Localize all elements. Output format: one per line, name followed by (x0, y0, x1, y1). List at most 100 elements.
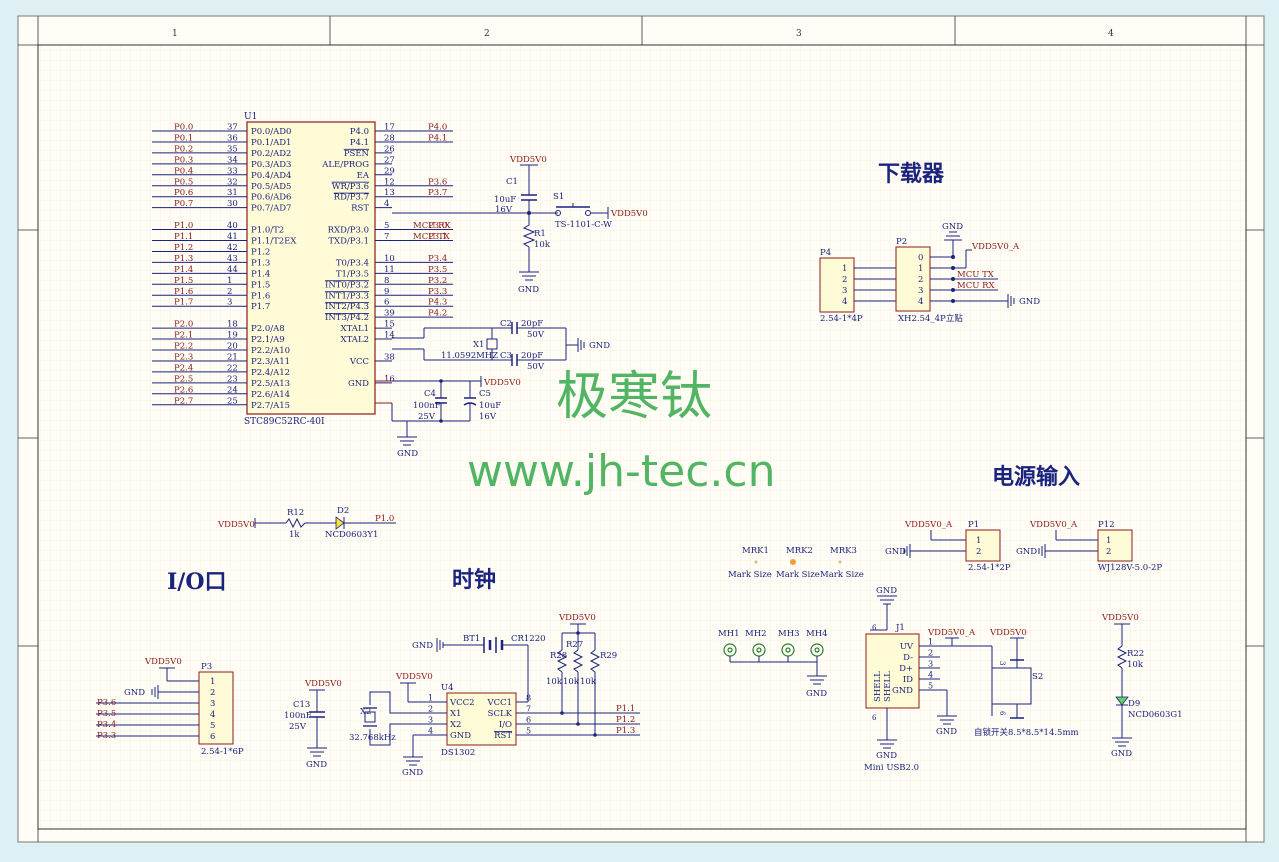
mcu-right-pin-name: INT3/P4.2 (325, 313, 369, 323)
capacitor-c13[interactable]: VDD5V0 GND C13 100nF 25V (284, 679, 342, 770)
usb-connector-j1[interactable]: GND J1 6 6 SHELL SHELL 1UV2D-3D+4ID5GND … (864, 586, 1027, 773)
c5-value: 10uF (479, 401, 501, 411)
mcu-right-net-label: P4.2 (428, 309, 447, 319)
rtc-net-p13: P1.3 (616, 726, 635, 736)
rtc-net-p11: P1.1 (616, 704, 635, 714)
mcu-left-pin-number: 43 (227, 254, 238, 264)
rtc-right-pin-name: RST (494, 731, 512, 741)
p3-pin-number: 4 (210, 710, 215, 720)
power-p1[interactable]: VDD5V0_A GND P1 1 2 2.54-1*2P (885, 520, 1011, 573)
p2-pin-0: 0 (918, 253, 923, 263)
p12-part: WJ128V-5.0-2P (1098, 563, 1162, 573)
x1-ref: X1 (473, 340, 484, 350)
mcu-right-pin-name: EA (357, 171, 370, 181)
d9-part: NCD0603G1 (1128, 710, 1183, 720)
mcu-left-net-label: P2.1 (174, 331, 193, 341)
downloader-p4[interactable]: P4 1 2 3 4 2.54-1*4P (819, 248, 863, 324)
p1-pin-2: 2 (976, 547, 981, 557)
section-title-downloader: 下载器 (878, 161, 945, 187)
downloader-p2[interactable]: P2 0 1 2 3 4 XH2.54_4P立贴 GND VDD5V0_A MC… (854, 222, 1040, 324)
mcu-left-pin-number: 3 (227, 298, 232, 308)
mcu-right-net-label: P4.1 (428, 133, 447, 143)
rtc-circuit[interactable]: GND BT1 CR1220 VDD5V0 R28 R27 R29 10k (349, 613, 640, 778)
rtc-left-pin-name: VCC2 (449, 698, 475, 708)
mcu-right-pin-number: 5 (384, 221, 389, 231)
d2-part: NCD0603Y1 (325, 530, 378, 540)
c13-voltage: 25V (289, 722, 307, 732)
mcu-right-pin-number: 12 (384, 177, 395, 187)
power-p12[interactable]: VDD5V0_A GND P12 1 2 WJ128V-5.0-2P (1016, 520, 1162, 573)
usb-pin-number: 4 (928, 671, 933, 680)
mcu-right-pin-number: 4 (384, 199, 389, 209)
p2-vdd: VDD5V0_A (971, 242, 1020, 252)
mcu-right-pin-name: T0/P3.4 (336, 258, 369, 268)
mcu-left-pin-name: P0.2/AD2 (251, 149, 291, 159)
p2-pin-1: 1 (918, 264, 923, 274)
mcu-left-net-label: P0.1 (174, 133, 193, 143)
mcu-left-net-label: P1.7 (174, 298, 193, 308)
p4-pin-1: 1 (842, 264, 847, 274)
mcu-left-pin-number: 21 (227, 352, 238, 362)
p2-mcu-tx: MCU TX (957, 270, 995, 280)
p3-pin-number: 2 (210, 688, 215, 698)
mcu-left-net-label: P0.6 (174, 188, 193, 198)
mcu-right-pin-name: P4.1 (350, 138, 369, 148)
mcu-left-pin-number: 35 (227, 144, 238, 154)
rtc-right-pin-number: 7 (526, 705, 531, 714)
usb-shell-1: SHELL (873, 671, 883, 702)
border-col-4: 4 (1108, 29, 1114, 39)
crystal-gnd: GND (589, 341, 610, 351)
mcu-left-net-label: P2.6 (174, 385, 193, 395)
hole-ref-2: MH2 (745, 629, 767, 639)
p2-gnd-top: GND (942, 222, 963, 232)
mcu-left-pin-name: P2.5/A13 (251, 379, 290, 389)
mcu-left-net-label: P2.7 (174, 396, 193, 406)
p3-net-label: P3.6 (97, 698, 116, 708)
led-d9-circuit[interactable]: VDD5V0 R22 10k D9 NCD0603G1 GND (1101, 613, 1183, 759)
c4-value: 100nF (413, 401, 441, 411)
c1-ref: C1 (506, 177, 518, 187)
hole-ref-3: MH3 (778, 629, 800, 639)
holes-gnd: GND (806, 689, 827, 699)
led-d2-circuit[interactable]: VDD5V0 R12 1k D2 NCD0603Y1 P1.0 (217, 506, 396, 540)
crystal-circuit[interactable]: GND C2 20pF 50V X1 11.0592MHZ C3 20pF 50… (392, 319, 610, 372)
s2-ref: S2 (1032, 672, 1043, 682)
mcu-left-pin-number: 40 (227, 221, 238, 231)
decoupling-circuit[interactable]: VDD5V0 GND C4 100nF 25V C5 10uF 16V (375, 376, 521, 459)
mcu-left-pin-name: P2.2/A10 (251, 346, 290, 356)
mcu-left-pin-name: P0.5/AD5 (251, 182, 291, 192)
p3-pin-number: 6 (210, 732, 215, 742)
mcu-left-pin-name: P1.6 (251, 291, 270, 301)
mark-ref-1: MRK1 (742, 546, 769, 556)
rtc-right-pin-number: 5 (526, 727, 531, 736)
mcu-left-net-label: P1.5 (174, 276, 193, 286)
c4-ref: C4 (424, 389, 436, 399)
mcu-left-net-label: P1.1 (174, 232, 193, 242)
usb-pin-name: D- (903, 653, 913, 663)
mcu-tx-label: MCU TX (413, 232, 451, 242)
mcu-right-pin-name: PSEN (344, 149, 370, 159)
p2-pin-3: 3 (918, 286, 923, 296)
mcu-right-pin-name: WR/P3.6 (332, 182, 369, 192)
p2-gnd-right: GND (1019, 297, 1040, 307)
mcu-left-pin-number: 37 (227, 123, 238, 133)
usb-gnd-bottom: GND (876, 751, 897, 761)
reset-circuit[interactable]: VDD5V0 C1 10uF 16V S1 TS-1101-C-W VDD5V0… (392, 155, 648, 295)
mounting-holes[interactable]: MH1 MH2 MH3 MH4 GND (718, 629, 828, 699)
watermark-url: www.jh-tec.cn (467, 446, 775, 497)
p2-part: XH2.54_4P立贴 (898, 313, 963, 324)
mcu-left-net-label: P0.0 (174, 123, 193, 133)
r28-ref: R28 (550, 651, 567, 661)
r27-ref: R27 (566, 640, 583, 650)
self-lock-switch-s2[interactable]: S2 3 6 自锁开关8.5*8.5*14.5mm (974, 646, 1079, 738)
mcu-left-net-label: P1.3 (174, 254, 193, 264)
mcu-right-pin-name: INT1/P3.3 (325, 291, 369, 301)
border-col-2: 2 (484, 29, 490, 39)
mcu-left-pin-number: 2 (227, 287, 232, 297)
s2-part: 自锁开关8.5*8.5*14.5mm (974, 727, 1079, 738)
x2-ref: X2 (360, 707, 371, 717)
